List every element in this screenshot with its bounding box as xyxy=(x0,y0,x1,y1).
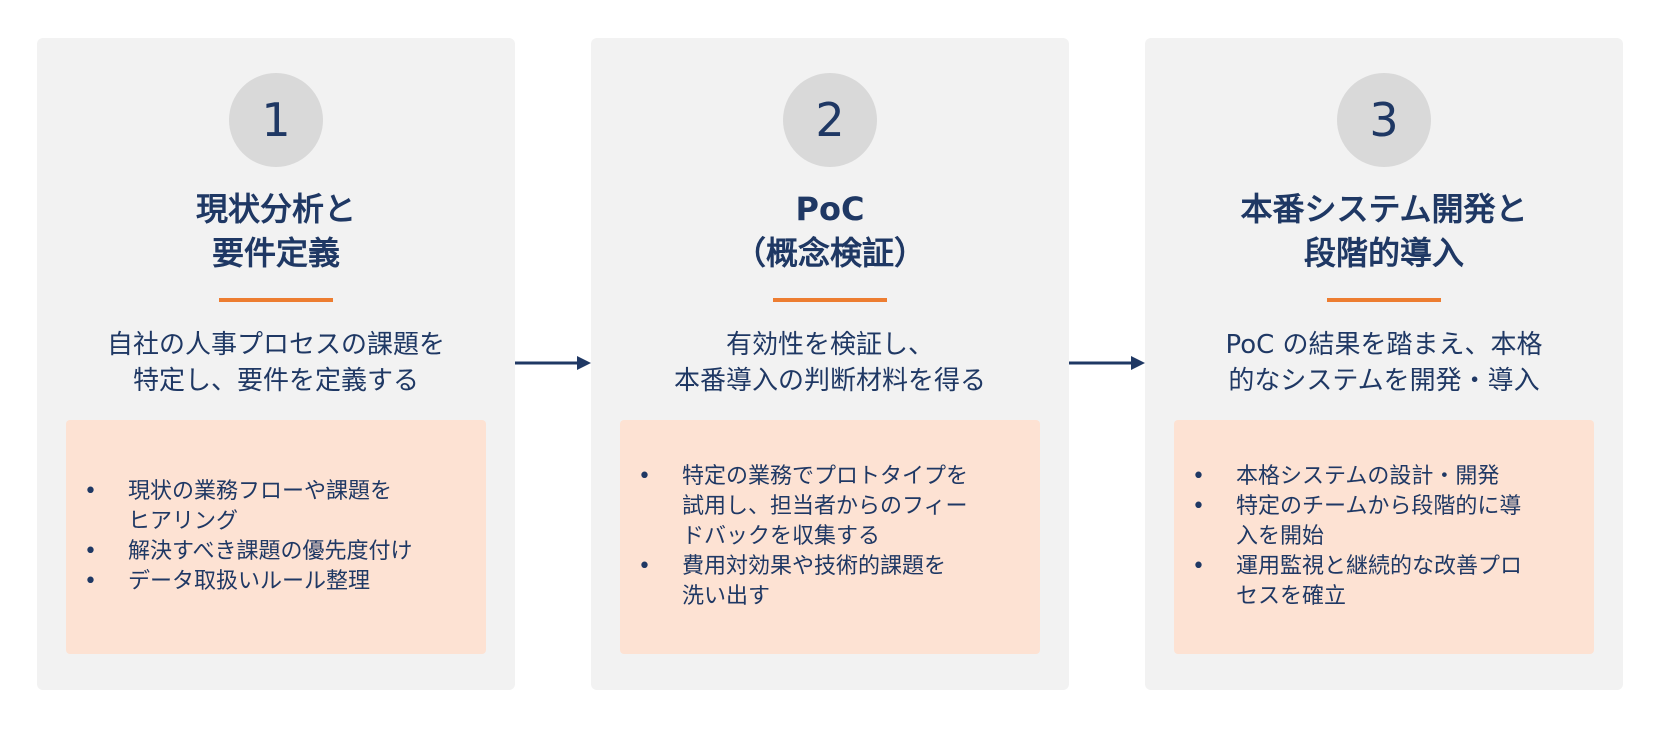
list-item: データ取扱いルール整理 xyxy=(80,567,468,597)
arrow-right-icon xyxy=(1069,356,1145,370)
step-detail-list: 本格システムの設計・開発 特定のチームから段階的に導 入を開始 運用監視と継続的… xyxy=(1174,462,1594,612)
list-item: 解決すべき課題の優先度付け xyxy=(80,537,468,567)
step-detail-list: 特定の業務でプロトタイプを 試用し、担当者からのフィー ドバックを収集する 費用… xyxy=(620,462,1040,612)
title-underline xyxy=(1327,298,1441,302)
arrow-right-icon xyxy=(515,356,591,370)
list-item: 費用対効果や技術的課題を 洗い出す xyxy=(634,552,1022,612)
step-subtitle: 自社の人事プロセスの課題を 特定し、要件を定義する xyxy=(106,330,445,396)
title-underline xyxy=(219,298,333,302)
step-detail-box: 現状の業務フローや課題を ヒアリング 解決すべき課題の優先度付け データ取扱いル… xyxy=(66,420,486,654)
step-card-3: 3 本番システム開発と 段階的導入 PoC の結果を踏まえ、本格 的なシステムを… xyxy=(1145,38,1623,690)
list-item: 本格システムの設計・開発 xyxy=(1188,462,1576,492)
step-subtitle: PoC の結果を踏まえ、本格 的なシステムを開発・導入 xyxy=(1225,330,1543,396)
step-title: PoC （概念検証） xyxy=(733,190,926,272)
list-item: 運用監視と継続的な改善プロ セスを確立 xyxy=(1188,552,1576,612)
step-card-2: 2 PoC （概念検証） 有効性を検証し、 本番導入の判断材料を得る 特定の業務… xyxy=(591,38,1069,690)
step-title: 本番システム開発と 段階的導入 xyxy=(1240,190,1528,272)
list-item: 現状の業務フローや課題を ヒアリング xyxy=(80,477,468,537)
list-item: 特定のチームから段階的に導 入を開始 xyxy=(1188,492,1576,552)
step-detail-box: 特定の業務でプロトタイプを 試用し、担当者からのフィー ドバックを収集する 費用… xyxy=(620,420,1040,654)
step-title: 現状分析と 要件定義 xyxy=(195,190,356,272)
step-subtitle: 有効性を検証し、 本番導入の判断材料を得る xyxy=(673,330,986,396)
step-detail-list: 現状の業務フローや課題を ヒアリング 解決すべき課題の優先度付け データ取扱いル… xyxy=(66,477,486,597)
step-detail-box: 本格システムの設計・開発 特定のチームから段階的に導 入を開始 運用監視と継続的… xyxy=(1174,420,1594,654)
list-item: 特定の業務でプロトタイプを 試用し、担当者からのフィー ドバックを収集する xyxy=(634,462,1022,552)
step-number-badge: 1 xyxy=(229,73,323,167)
step-number-badge: 3 xyxy=(1337,73,1431,167)
step-card-1: 1 現状分析と 要件定義 自社の人事プロセスの課題を 特定し、要件を定義する 現… xyxy=(37,38,515,690)
step-number-badge: 2 xyxy=(783,73,877,167)
title-underline xyxy=(773,298,887,302)
